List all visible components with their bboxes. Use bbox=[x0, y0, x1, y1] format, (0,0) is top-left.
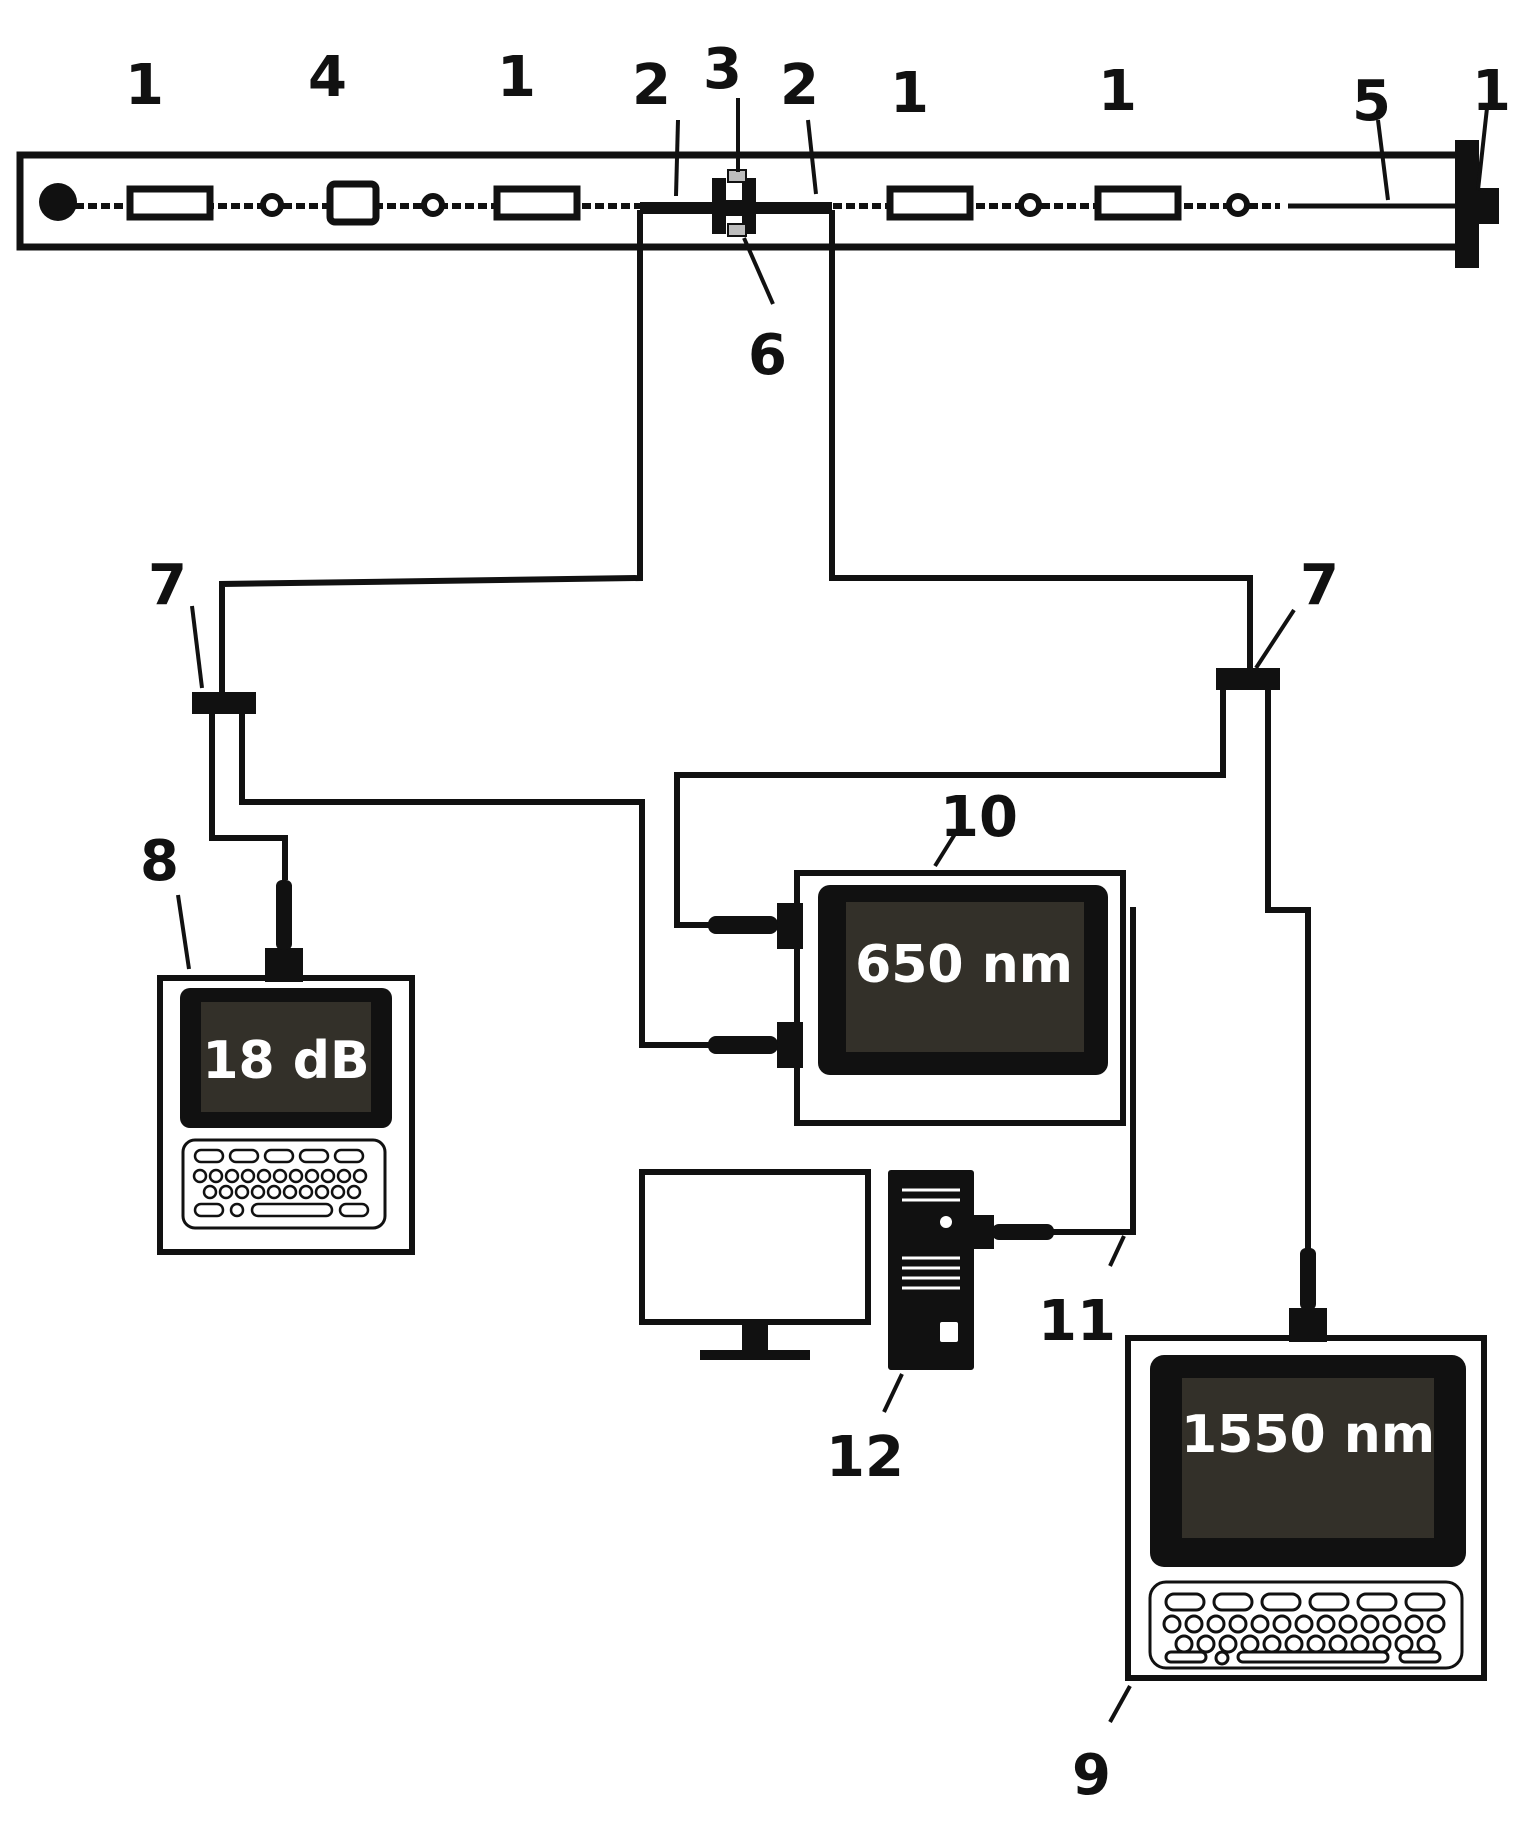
computer-tower bbox=[888, 1170, 974, 1370]
anchor-ball bbox=[39, 183, 77, 221]
label-clamp-6: 6 bbox=[748, 323, 787, 388]
clamp-body-right bbox=[742, 178, 756, 234]
label-power-meter-8: 8 bbox=[140, 829, 179, 894]
source-plug-lower bbox=[708, 1036, 778, 1054]
source-plug-upper bbox=[708, 916, 778, 934]
reflectometer-keypad bbox=[1162, 1592, 1446, 1666]
coupler-left bbox=[192, 692, 256, 714]
label-spring-1-e: 1 bbox=[1472, 59, 1511, 124]
label-computer-12: 12 bbox=[826, 1425, 904, 1490]
tower-plug bbox=[992, 1224, 1054, 1240]
source-to-computer-cable bbox=[1050, 907, 1136, 1235]
label-spring-1-d: 1 bbox=[1098, 59, 1137, 124]
clamp-bottom-pad bbox=[727, 223, 747, 237]
label-coupler-7-right: 7 bbox=[1300, 553, 1339, 618]
link-ring-2 bbox=[421, 193, 445, 217]
reflectometer-readout: 1550 nm bbox=[1181, 1405, 1435, 1465]
label-weight-4: 4 bbox=[308, 45, 347, 110]
coupler-left-to-source-lower bbox=[239, 712, 715, 1048]
coupler-right-to-source-upper bbox=[674, 686, 1226, 928]
label-fiber-2-left: 2 bbox=[632, 53, 671, 118]
leader-lines bbox=[176, 98, 1489, 1723]
source-port-upper bbox=[777, 903, 803, 949]
monitor-stand bbox=[742, 1322, 768, 1352]
cable-right-to-coupler bbox=[829, 210, 1253, 668]
power-meter-readout: 18 dB bbox=[202, 1031, 369, 1091]
coupler-left-to-meter8 bbox=[209, 712, 288, 880]
light-source-readout: 650 nm bbox=[855, 935, 1073, 995]
link-ring-3 bbox=[1018, 193, 1042, 217]
clamp-center bbox=[724, 200, 744, 216]
light-source-device bbox=[708, 870, 1126, 1126]
spring-1b bbox=[493, 185, 581, 221]
rail-assembly bbox=[16, 140, 1499, 268]
cable-left-to-coupler bbox=[219, 210, 643, 694]
label-reflectometer-9: 9 bbox=[1072, 1743, 1111, 1808]
source-port-lower bbox=[777, 1022, 803, 1068]
power-meter-plug bbox=[276, 880, 292, 950]
label-spring-1-b: 1 bbox=[497, 45, 536, 110]
label-light-source-10: 10 bbox=[940, 785, 1018, 850]
spring-1d bbox=[1094, 185, 1182, 221]
reflectometer-device bbox=[1125, 1248, 1487, 1681]
label-clamp-3: 3 bbox=[703, 37, 742, 102]
coupler-right-to-reflectometer bbox=[1265, 686, 1311, 1250]
power-meter-port bbox=[265, 948, 303, 982]
computer-monitor bbox=[639, 1169, 871, 1325]
power-meter-device bbox=[157, 880, 415, 1255]
label-fiber-2-right: 2 bbox=[780, 53, 819, 118]
end-bracket bbox=[1479, 188, 1499, 224]
spring-1a bbox=[126, 185, 214, 221]
tower-port bbox=[974, 1215, 994, 1249]
reflectometer-port bbox=[1289, 1308, 1327, 1342]
clamp-body-left bbox=[712, 178, 726, 234]
fiber-cables bbox=[209, 210, 1311, 1250]
reflectometer-plug bbox=[1300, 1248, 1316, 1310]
label-coupler-7-left: 7 bbox=[148, 553, 187, 618]
end-plate bbox=[1455, 140, 1479, 268]
computer bbox=[639, 1169, 1054, 1370]
number-labels: 1 4 1 2 3 2 1 1 5 1 6 7 7 8 10 11 12 9 bbox=[125, 37, 1511, 1808]
spring-1c bbox=[886, 185, 974, 221]
label-spring-1: 1 bbox=[125, 53, 164, 118]
weight-block bbox=[326, 180, 380, 226]
link-ring-1 bbox=[260, 193, 284, 217]
link-ring-4 bbox=[1226, 193, 1250, 217]
label-rope-5: 5 bbox=[1352, 69, 1391, 134]
label-spring-1-c: 1 bbox=[890, 61, 929, 126]
label-cable-11: 11 bbox=[1038, 1289, 1116, 1354]
power-meter-keypad bbox=[192, 1148, 370, 1218]
coupler-right bbox=[1216, 668, 1280, 690]
monitor-base bbox=[700, 1350, 810, 1360]
